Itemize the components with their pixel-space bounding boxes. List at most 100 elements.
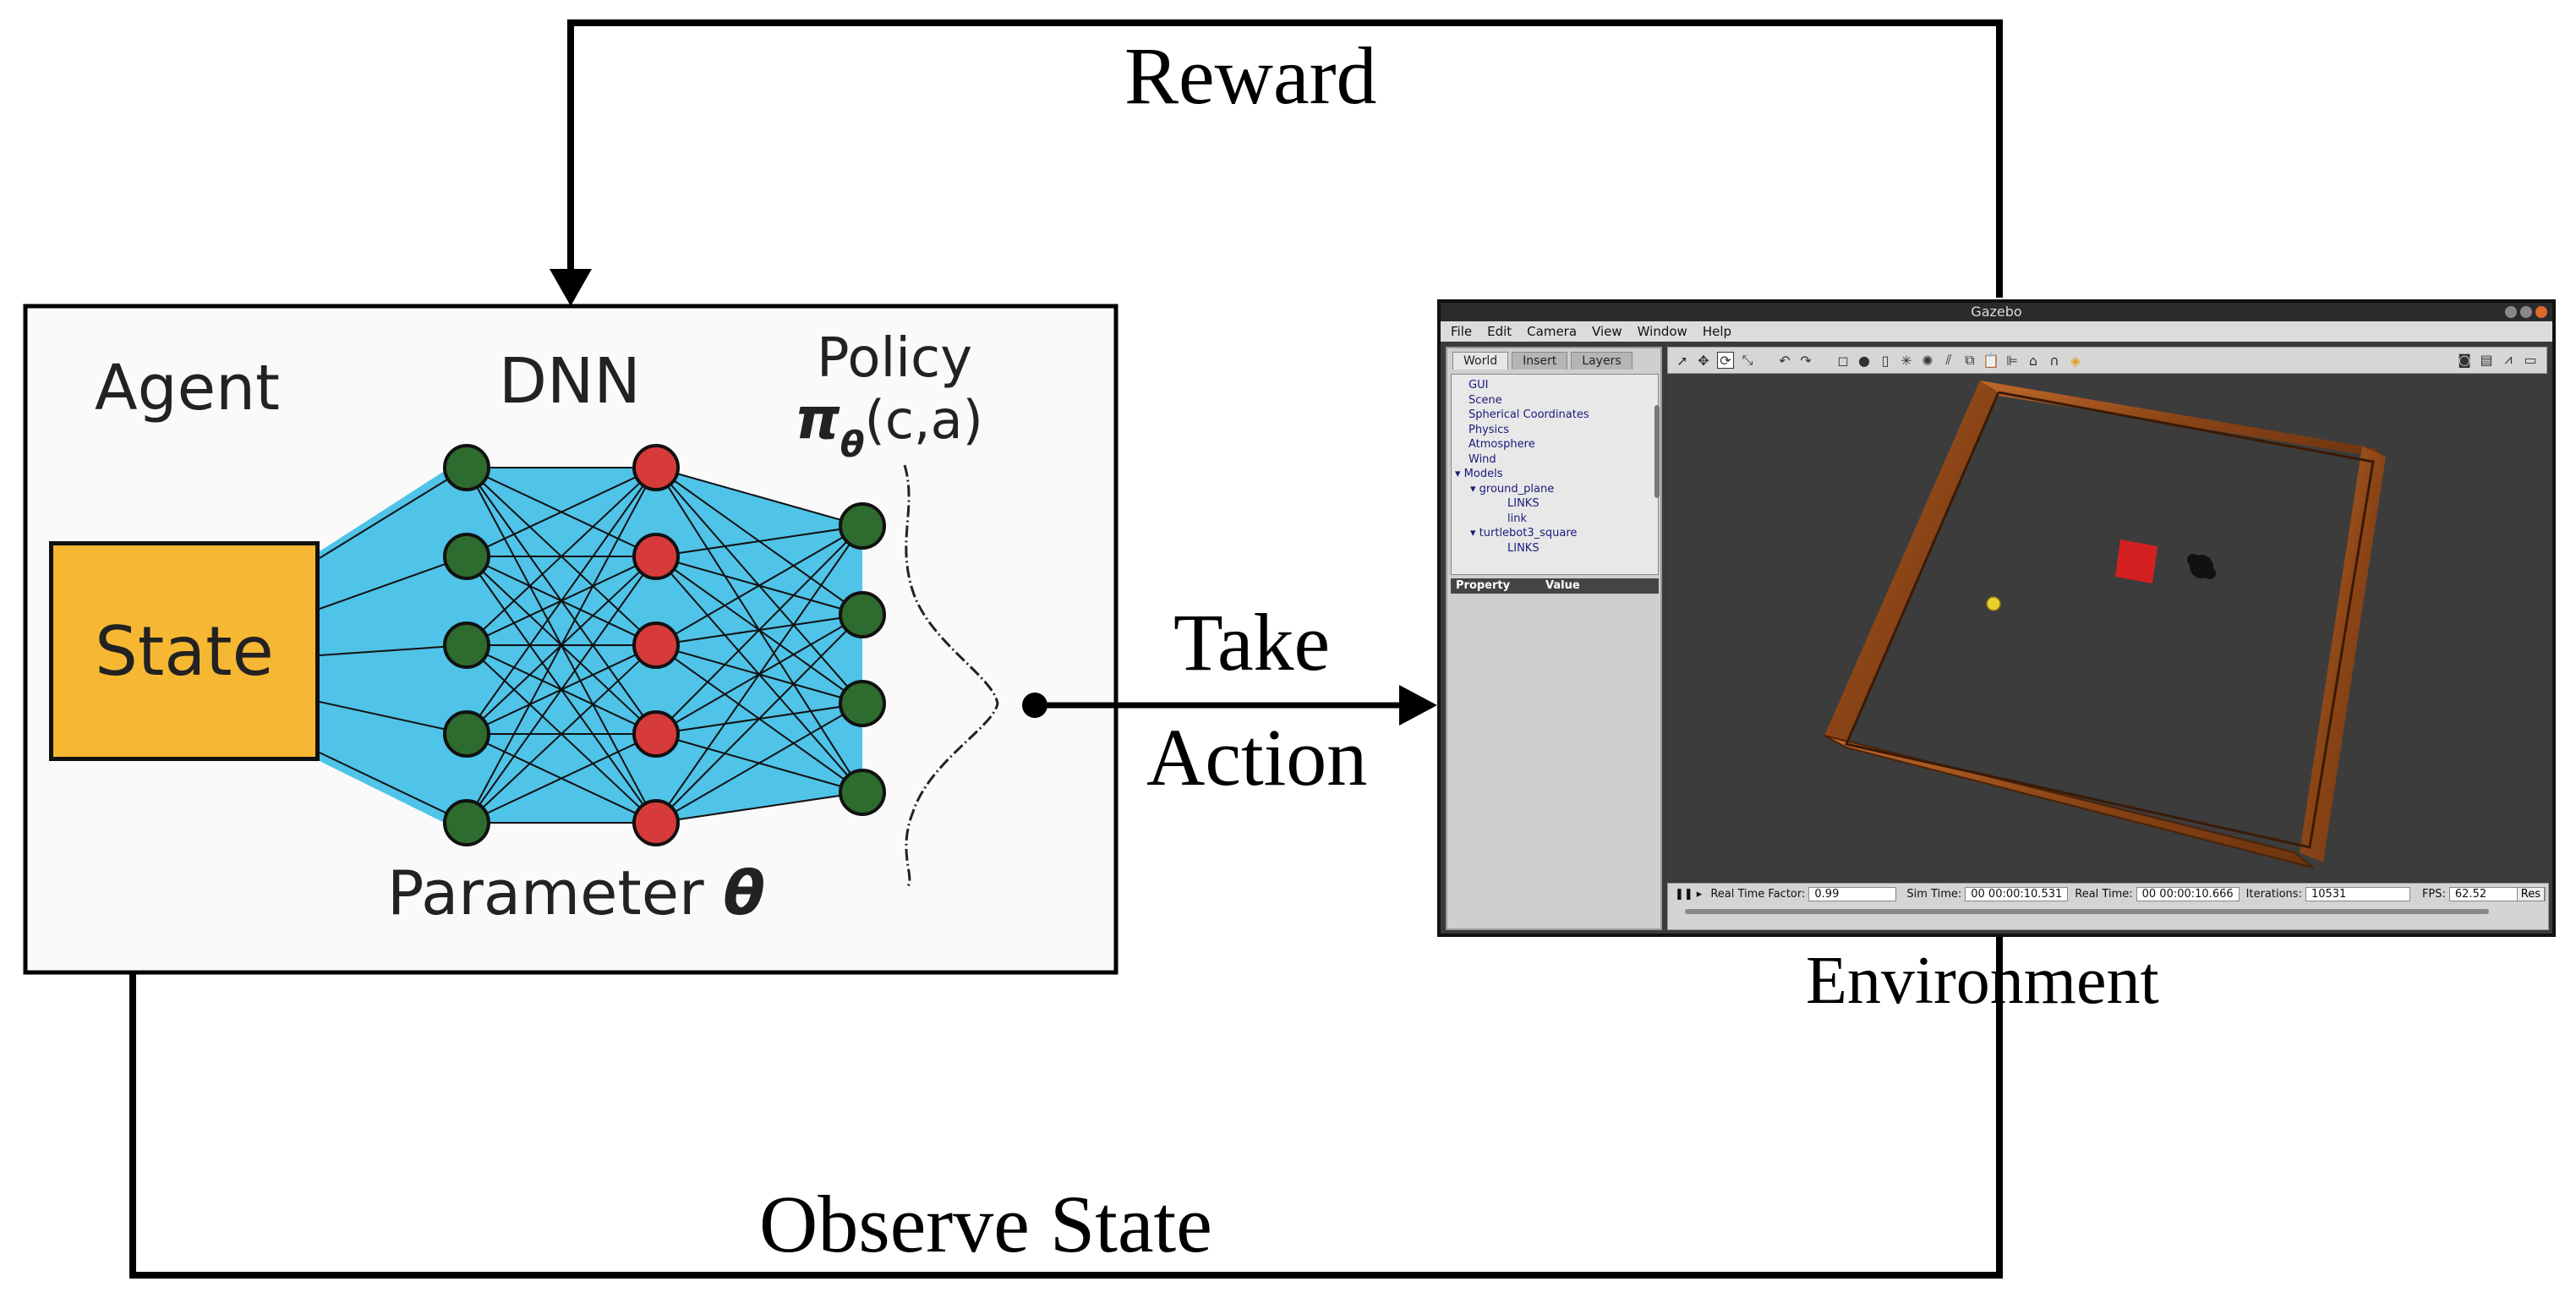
world-tree: GUI Scene Spherical Coordinates Physics … bbox=[1451, 374, 1660, 575]
point-light-icon[interactable]: ✳ bbox=[1901, 352, 1912, 369]
tree-item-scene[interactable]: Scene bbox=[1468, 393, 1502, 407]
change-view-icon[interactable]: ◈ bbox=[2070, 352, 2081, 369]
scale-icon[interactable]: ⤡ bbox=[1742, 352, 1753, 368]
copy-icon[interactable]: ⧉ bbox=[1965, 352, 1975, 368]
redo-icon[interactable]: ↷ bbox=[1800, 352, 1812, 369]
window-controls bbox=[2505, 306, 2547, 318]
directional-light-icon[interactable]: ⫽ bbox=[1945, 352, 1952, 368]
screenshot-icon[interactable]: ◙ bbox=[2458, 351, 2471, 368]
tab-layers[interactable]: Layers bbox=[1571, 352, 1633, 370]
take-action-label-line2: Action bbox=[1146, 712, 1368, 802]
policy-distribution-curve bbox=[903, 464, 999, 890]
tree-item-atmosphere[interactable]: Atmosphere bbox=[1468, 438, 1535, 451]
menu-window[interactable]: Window bbox=[1637, 324, 1687, 339]
network-edge bbox=[655, 467, 863, 527]
input-node bbox=[443, 444, 490, 491]
policy-formula: πθ(c,a) bbox=[795, 391, 983, 463]
tree-item-ground-plane-label: ground_plane bbox=[1479, 482, 1555, 496]
pause-icon[interactable]: ❚❚ bbox=[1675, 888, 1693, 901]
tree-item-spherical-coordinates[interactable]: Spherical Coordinates bbox=[1468, 408, 1589, 421]
state-input-edge bbox=[319, 644, 468, 656]
cylinder-shape-icon[interactable]: ▯ bbox=[1881, 352, 1890, 369]
network-edge bbox=[655, 525, 863, 735]
select-arrow-icon[interactable]: ➚ bbox=[1676, 352, 1688, 369]
sim-time-label: Sim Time: bbox=[1906, 888, 1962, 901]
menu-file[interactable]: File bbox=[1451, 324, 1473, 339]
reset-button[interactable]: Res bbox=[2516, 887, 2545, 901]
tree-item-links[interactable]: LINKS bbox=[1507, 497, 1540, 510]
gazebo-window: Gazebo File Edit Camera View Window Help… bbox=[1437, 299, 2556, 937]
magnet-icon[interactable]: ∩ bbox=[2049, 352, 2059, 369]
state-label: State bbox=[95, 611, 274, 691]
input-node bbox=[443, 533, 490, 580]
tree-item-turtlebot3-square[interactable]: ▾ turtlebot3_square bbox=[1452, 526, 1658, 541]
parameter-text: Parameter bbox=[387, 857, 704, 928]
toolbar-right-group: ◙ ▤ ⩘ ▭ bbox=[2457, 351, 2538, 368]
menu-camera[interactable]: Camera bbox=[1527, 324, 1578, 339]
plot-icon[interactable]: ⩘ bbox=[2504, 351, 2513, 367]
dnn-label: DNN bbox=[499, 345, 641, 418]
tree-item-links-2[interactable]: LINKS bbox=[1507, 541, 1540, 555]
network-edge bbox=[466, 467, 657, 646]
menu-view[interactable]: View bbox=[1592, 324, 1622, 339]
log-icon[interactable]: ▤ bbox=[2480, 351, 2493, 368]
value-column-header: Value bbox=[1545, 579, 1580, 592]
property-column-header: Property bbox=[1456, 579, 1511, 592]
input-node bbox=[443, 622, 490, 669]
spot-light-icon[interactable]: ✺ bbox=[1922, 352, 1933, 369]
state-input-edge bbox=[319, 556, 468, 610]
translate-icon[interactable]: ✥ bbox=[1698, 352, 1709, 369]
goal-marker bbox=[2115, 539, 2158, 583]
close-button[interactable] bbox=[2535, 306, 2547, 318]
tree-item-gui[interactable]: GUI bbox=[1468, 379, 1489, 392]
gazebo-title: Gazebo bbox=[1971, 304, 2022, 320]
chevron-down-icon[interactable]: ▾ bbox=[1455, 468, 1464, 480]
tree-item-turtlebot3-square-label: turtlebot3_square bbox=[1479, 527, 1578, 539]
align-icon[interactable]: ⊫ bbox=[2006, 352, 2018, 369]
gazebo-left-panel: World Insert Layers GUI Scene Spherical … bbox=[1446, 347, 1662, 930]
tree-item-physics[interactable]: Physics bbox=[1468, 423, 1510, 436]
iterations-label: Iterations: bbox=[2245, 888, 2302, 901]
tab-world[interactable]: World bbox=[1452, 352, 1509, 370]
agent-label: Agent bbox=[95, 352, 281, 424]
real-time-value: 00 00:00:10.666 bbox=[2136, 887, 2240, 901]
chevron-down-icon[interactable]: ▾ bbox=[1470, 527, 1479, 539]
reward-label: Reward bbox=[1124, 30, 1377, 121]
tree-item-wind[interactable]: Wind bbox=[1468, 452, 1496, 466]
step-icon[interactable]: ▸ bbox=[1696, 888, 1703, 901]
gazebo-3d-viewport[interactable] bbox=[1667, 374, 2549, 881]
network-fill-region bbox=[320, 457, 467, 834]
network-edge bbox=[466, 467, 657, 735]
tree-item-models[interactable]: ▾ Models bbox=[1452, 467, 1658, 482]
snap-icon[interactable]: ⌂ bbox=[2028, 352, 2038, 369]
reward-arrow bbox=[567, 19, 2003, 298]
rotate-icon[interactable]: ⟳ bbox=[1717, 352, 1734, 369]
tree-item-ground-plane[interactable]: ▾ ground_plane bbox=[1452, 482, 1658, 497]
paste-icon[interactable]: 📋 bbox=[1983, 352, 1999, 369]
environment-label: Environment bbox=[1806, 944, 2159, 1018]
wall-back bbox=[1980, 381, 2386, 458]
network-edge bbox=[466, 556, 657, 824]
tree-item-models-label: Models bbox=[1463, 468, 1503, 480]
box-shape-icon[interactable]: ◻ bbox=[1837, 352, 1849, 369]
gazebo-toolbar: ➚ ✥ ⟳ ⤡ ↶ ↷ ◻ ● ▯ ✳ ✺ ⫽ ⧉ 📋 ⊫ ⌂ ∩ ◈ ◙ ▤ … bbox=[1667, 347, 2547, 374]
tree-item-link[interactable]: link bbox=[1507, 512, 1527, 525]
video-icon[interactable]: ▭ bbox=[2524, 351, 2537, 368]
toolbar-spacer bbox=[1819, 353, 1829, 368]
menu-edit[interactable]: Edit bbox=[1487, 324, 1512, 339]
network-edge bbox=[466, 733, 657, 824]
scene-render bbox=[1667, 374, 2549, 881]
undo-icon[interactable]: ↶ bbox=[1779, 352, 1791, 369]
tab-insert[interactable]: Insert bbox=[1512, 352, 1568, 370]
state-input-edge bbox=[319, 752, 468, 824]
timeline-slider[interactable] bbox=[1685, 909, 2489, 914]
output-node bbox=[839, 769, 886, 816]
chevron-down-icon[interactable]: ▾ bbox=[1470, 482, 1479, 496]
maximize-button[interactable] bbox=[2520, 306, 2532, 318]
minimize-button[interactable] bbox=[2505, 306, 2517, 318]
neural-network bbox=[319, 444, 886, 846]
menu-help[interactable]: Help bbox=[1702, 324, 1732, 339]
state-input-edge bbox=[319, 701, 468, 735]
sphere-shape-icon[interactable]: ● bbox=[1858, 352, 1870, 369]
tree-scrollbar[interactable] bbox=[1654, 405, 1660, 498]
